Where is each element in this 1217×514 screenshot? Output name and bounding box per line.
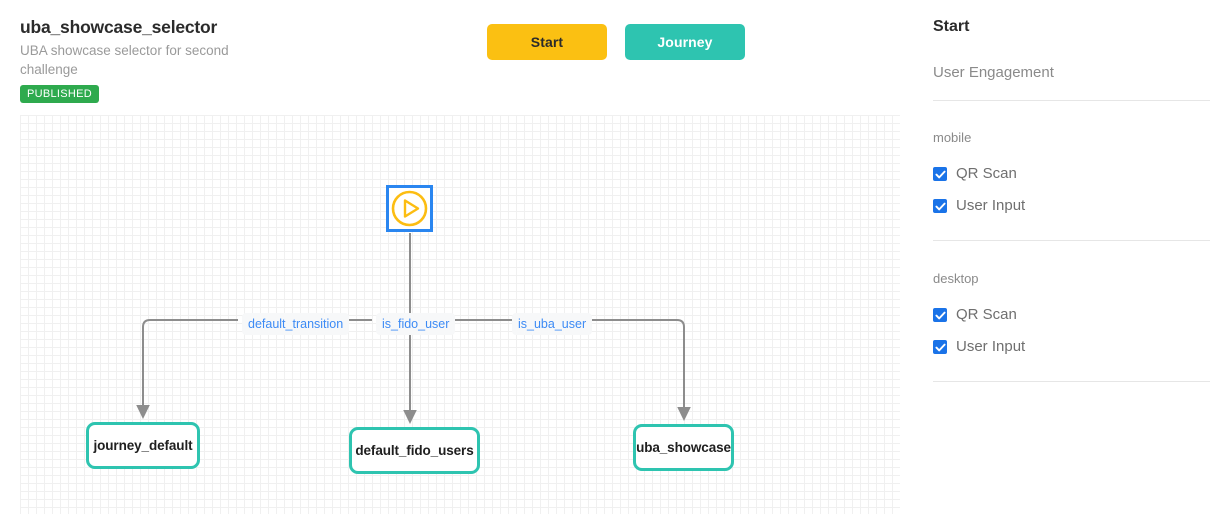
sidebar-divider-3: [933, 381, 1210, 382]
document-header: uba_showcase_selector UBA showcase selec…: [20, 16, 320, 103]
checkbox-label: QR Scan: [956, 306, 1017, 323]
checkbox-checked-icon[interactable]: [933, 340, 947, 354]
status-badge: PUBLISHED: [20, 85, 100, 103]
checkbox-desktop-qr-scan[interactable]: QR Scan: [933, 307, 1017, 323]
checkbox-label: User Input: [956, 338, 1026, 355]
page-title: uba_showcase_selector: [20, 17, 218, 37]
sidebar-divider-1: [933, 100, 1210, 101]
sidebar-subtitle: User Engagement: [933, 64, 1054, 81]
page-subtitle: UBA showcase selector for second challen…: [20, 43, 229, 77]
node-uba-showcase[interactable]: uba_showcase: [633, 424, 734, 471]
edge-label-is-uba-user[interactable]: is_uba_user: [512, 313, 593, 335]
play-circle-icon: [391, 190, 428, 227]
checkbox-mobile-user-input[interactable]: User Input: [933, 198, 1025, 214]
start-button[interactable]: Start: [487, 24, 607, 60]
node-journey-default[interactable]: journey_default: [86, 422, 200, 469]
journey-button[interactable]: Journey: [625, 24, 745, 60]
checkbox-mobile-qr-scan[interactable]: QR Scan: [933, 166, 1017, 182]
flow-canvas[interactable]: journey_default default_fido_users uba_s…: [20, 115, 900, 514]
toolbar: Start Journey: [487, 24, 745, 60]
checkbox-desktop-user-input[interactable]: User Input: [933, 339, 1025, 355]
group-label-desktop: desktop: [933, 271, 979, 286]
checkbox-checked-icon[interactable]: [933, 199, 947, 213]
edge-label-is-fido-user[interactable]: is_fido_user: [376, 313, 456, 335]
properties-sidebar: Start User Engagement mobile QR Scan Use…: [918, 0, 1217, 514]
edge-label-default-transition[interactable]: default_transition: [242, 313, 350, 335]
checkbox-checked-icon[interactable]: [933, 167, 947, 181]
node-default-fido-users[interactable]: default_fido_users: [349, 427, 480, 474]
group-label-mobile: mobile: [933, 130, 972, 145]
node-start[interactable]: [386, 185, 433, 232]
checkbox-label: User Input: [956, 197, 1026, 214]
edge-right-down: [592, 319, 691, 421]
sidebar-divider-2: [933, 240, 1210, 241]
sidebar-title: Start: [933, 18, 970, 35]
edge-left-down: [136, 319, 238, 419]
checkbox-checked-icon[interactable]: [933, 308, 947, 322]
checkbox-label: QR Scan: [956, 165, 1017, 182]
main-area: uba_showcase_selector UBA showcase selec…: [20, 16, 900, 514]
